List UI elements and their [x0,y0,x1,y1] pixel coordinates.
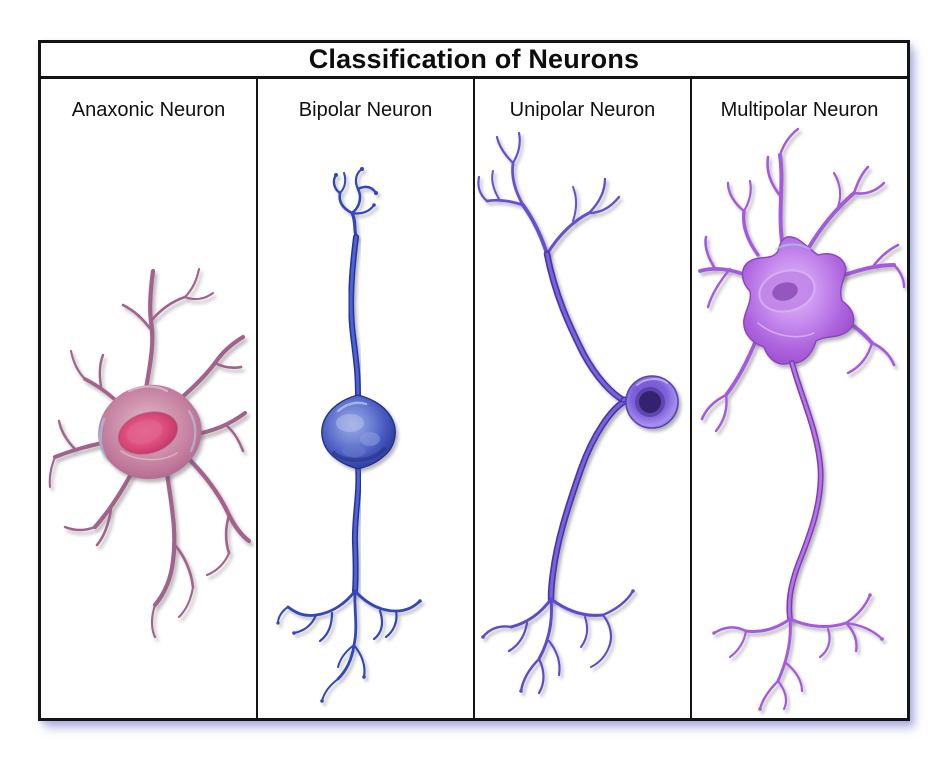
multipolar-nucleus [758,269,816,313]
bipolar-neuron-illustration [276,167,422,703]
column-label-multipolar: Multipolar Neuron [720,98,879,121]
anaxonic-neuron-illustration [48,267,252,639]
bipolar-processes [348,234,362,594]
unipolar-axon-terminals [481,589,635,695]
column-multipolar: Multipolar Neuron [692,79,907,718]
columns-row: Anaxonic Neuron [41,79,907,718]
unipolar-nucleus [639,391,661,413]
multipolar-neuron-illustration [698,127,906,711]
column-label-bipolar: Bipolar Neuron [298,98,433,121]
multipolar-axon [786,360,824,622]
unipolar-dendrites [477,131,621,256]
unipolar-neuron-illustration [477,131,679,695]
column-label-anaxonic: Anaxonic Neuron [71,98,226,121]
bipolar-axon-terminals [276,589,422,703]
bipolar-soma [321,394,396,470]
column-unipolar: Unipolar Neuron [475,79,692,718]
column-label-unipolar: Unipolar Neuron [509,98,656,121]
bipolar-dendrite-tuft [332,167,378,239]
column-bipolar: Bipolar Neuron [258,79,475,718]
figure-frame: Classification of Neurons Anaxonic Neuro… [38,40,910,721]
column-anaxonic: Anaxonic Neuron [41,79,258,718]
figure-title-band: Classification of Neurons [41,43,907,79]
figure-title: Classification of Neurons [308,44,640,74]
multipolar-axon-terminals [712,593,884,711]
unipolar-soma [625,375,679,429]
unipolar-process [543,250,642,603]
anaxonic-soma [98,384,202,479]
anaxonic-nucleus [117,411,179,455]
